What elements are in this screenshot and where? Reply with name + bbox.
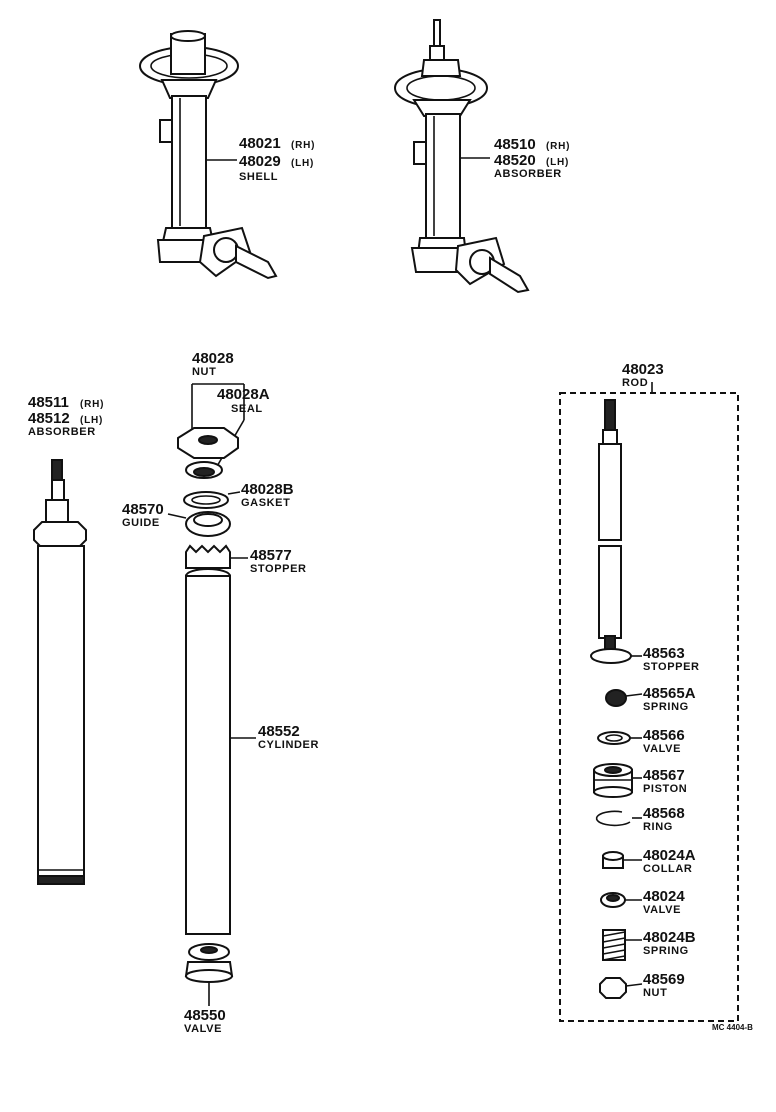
valve-number: 48550 — [184, 1007, 226, 1024]
rod-group-drawing — [559, 382, 739, 1022]
left-absorber-lh-side: (LH) — [80, 415, 103, 426]
absorber-assy-rh-number: 48510 — [494, 136, 536, 153]
absorber-assy-lh-number: 48520 — [494, 152, 536, 169]
nut-name: NUT — [192, 366, 216, 378]
rod-dashed-box — [559, 392, 739, 1022]
left-absorber-drawing — [33, 459, 87, 885]
rod-spring-name: SPRING — [643, 701, 689, 713]
gasket-number: 48028B — [241, 481, 294, 498]
absorber-assy-lh-side: (LH) — [546, 157, 569, 168]
left-absorber-rh-number: 48511 — [28, 394, 69, 411]
rod-nut-number: 48569 — [643, 971, 685, 988]
cylinder-name: CYLINDER — [258, 739, 319, 751]
guide-name: GUIDE — [122, 517, 160, 529]
left-absorber-name: ABSORBER — [28, 426, 96, 438]
ring-number: 48568 — [643, 805, 685, 822]
seal-number: 48028A — [217, 386, 270, 403]
guide-number: 48570 — [122, 501, 164, 518]
left-absorber-lh-number: 48512 — [28, 410, 70, 427]
shell-rh-number: 48021 — [239, 135, 281, 152]
rod-valve-number: 48566 — [643, 727, 685, 744]
rod-name: ROD — [622, 377, 648, 389]
shell-strut-drawing — [139, 30, 278, 280]
gasket-name: GASKET — [241, 497, 290, 509]
valve-name: VALVE — [184, 1023, 222, 1035]
piston-name: PISTON — [643, 783, 687, 795]
stopper-name: STOPPER — [250, 563, 307, 575]
stopper-number: 48577 — [250, 547, 292, 564]
shell-lh-number: 48029 — [239, 153, 281, 170]
rod-number: 48023 — [622, 361, 664, 378]
rod-valve-name: VALVE — [643, 743, 681, 755]
cylinder-number: 48552 — [258, 723, 300, 740]
spring2-name: SPRING — [643, 945, 689, 957]
left-absorber-rh-side: (RH) — [80, 399, 104, 410]
absorber-assy-rh-side: (RH) — [546, 141, 570, 152]
piston-number: 48567 — [643, 767, 685, 784]
rod-stopper-name: STOPPER — [643, 661, 700, 673]
shell-name: SHELL — [239, 171, 278, 183]
collar-name: COLLAR — [643, 863, 692, 875]
rod-stopper-number: 48563 — [643, 645, 685, 662]
collar-number: 48024A — [643, 847, 696, 864]
seal-name: SEAL — [231, 403, 263, 415]
shell-rh-side: (RH) — [291, 140, 315, 151]
absorber-strut-drawing — [394, 19, 530, 294]
figure-code: MC 4404-B — [712, 1023, 753, 1032]
shell-lh-side: (LH) — [291, 158, 314, 169]
nut-number: 48028 — [192, 350, 234, 367]
rod-nut-name: NUT — [643, 987, 667, 999]
middle-exploded-drawing — [167, 383, 256, 1006]
valve2-name: VALVE — [643, 904, 681, 916]
ring-name: RING — [643, 821, 673, 833]
absorber-assy-name: ABSORBER — [494, 168, 562, 180]
spring2-number: 48024B — [643, 929, 696, 946]
valve2-number: 48024 — [643, 888, 685, 905]
rod-spring-number: 48565A — [643, 685, 696, 702]
